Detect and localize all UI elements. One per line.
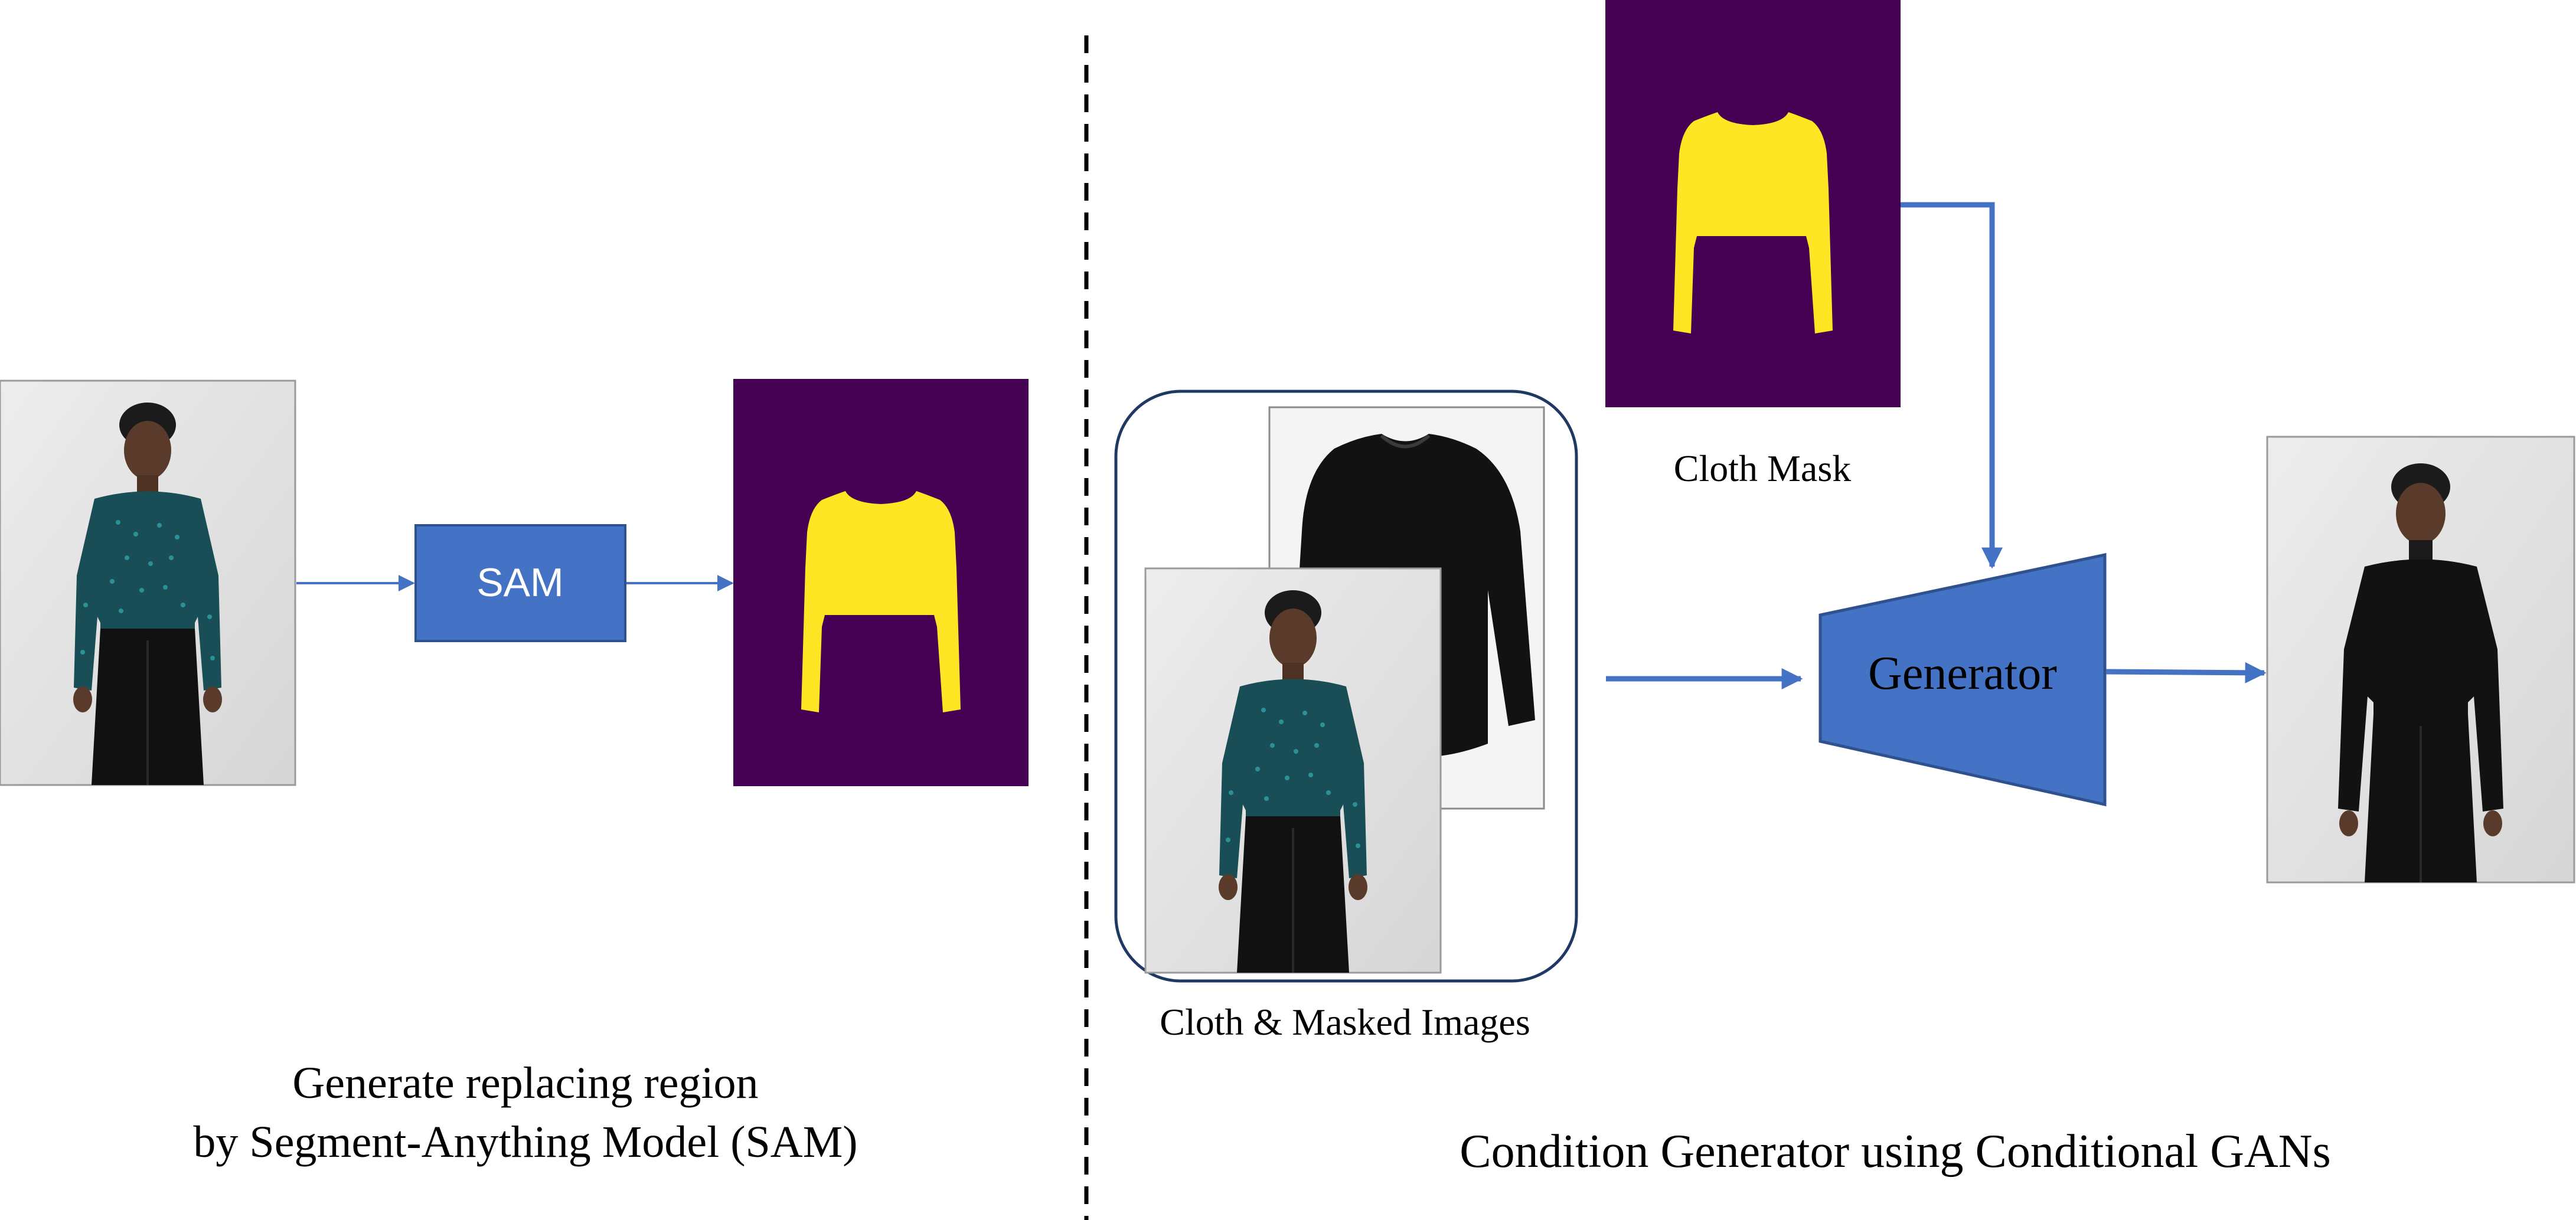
arrow-mask-to-generator <box>1901 202 2003 569</box>
output-person-image <box>2266 436 2575 884</box>
generator-block <box>1818 552 2107 807</box>
masked-person-image <box>1144 567 1442 974</box>
generator-label: Generator <box>1868 647 2057 699</box>
sam-box <box>414 524 626 642</box>
person-photo-input <box>0 380 296 786</box>
left-caption-line2: by Segment-Anything Model (SAM) <box>193 1117 857 1167</box>
right-caption: Condition Generator using Conditional GA… <box>1460 1126 2330 1178</box>
cloth-mask-image <box>1605 0 1901 407</box>
cloth-mask-label: Cloth Mask <box>1674 447 1851 489</box>
sam-label: SAM <box>476 560 563 605</box>
left-caption-line1: Generate replacing region <box>292 1058 758 1108</box>
arrow-generator-to-output <box>2105 662 2267 683</box>
sam-mask-output <box>733 379 1029 786</box>
inputs-label: Cloth & Masked Images <box>1160 1001 1530 1043</box>
